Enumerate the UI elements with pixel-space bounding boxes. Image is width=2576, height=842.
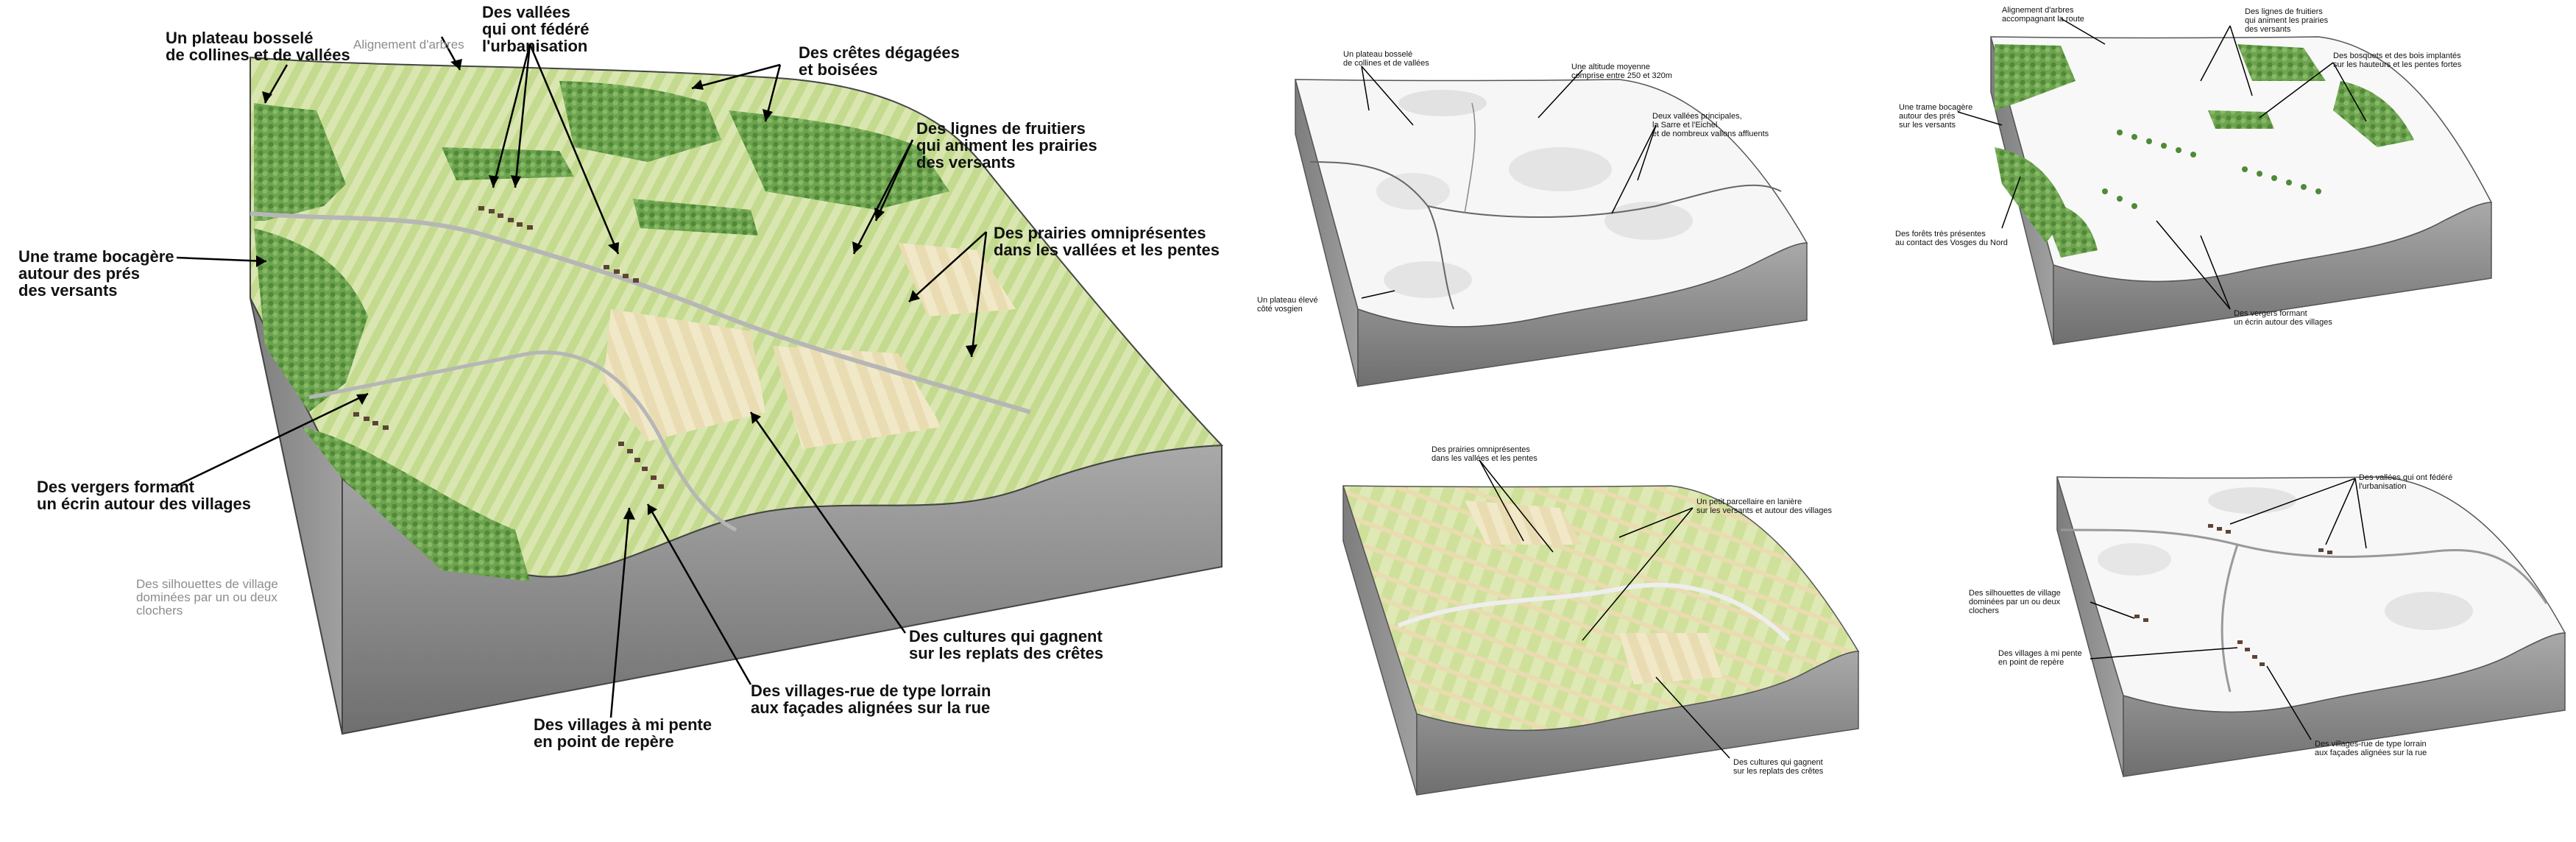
main-village-left	[353, 412, 389, 430]
vegetation-label-bocage: Une trame bocagère autour des prés sur l…	[1899, 103, 1973, 130]
label-crops: Des cultures qui gagnent sur les replats…	[909, 627, 1104, 663]
vegetation-label-tree-alignment: Alignement d'arbres accompagnant la rout…	[2002, 6, 2084, 24]
label-tree-alignment: Alignement d'arbres	[353, 38, 464, 52]
urban-leaders	[2090, 478, 2367, 740]
urban-label-silhouettes: Des silhouettes de village dominées par …	[1969, 589, 2061, 616]
urban-label-hillside-villages: Des villages à mi pente en point de repè…	[1998, 649, 2082, 668]
main-leader-lines	[176, 36, 988, 718]
main-forest-back-center	[559, 81, 721, 162]
urban-label-street-villages: Des villages-rue de type lorrain aux faç…	[2315, 740, 2427, 758]
main-forest-ridge-2	[633, 199, 758, 236]
relief-label-altitude: Une altitude moyenne comprise entre 250 …	[1571, 63, 1672, 81]
label-ridges: Des crêtes dégagées et boisées	[799, 43, 960, 79]
main-forest-ridge-1	[442, 147, 574, 180]
main-valley-road-2	[308, 350, 737, 532]
main-valley-road	[250, 211, 1031, 414]
agriculture-label-strip-plots: Un petit parcellaire en lanière sur les …	[1696, 498, 1833, 516]
main-leader-arrowheads	[256, 59, 977, 520]
label-bocage: Une trame bocagère autour des prés des v…	[18, 247, 174, 300]
label-plateau: Un plateau bosselé de collines et de val…	[166, 29, 350, 65]
main-village-front	[618, 442, 664, 489]
label-village-silhouettes: Des silhouettes de village dominées par …	[136, 577, 278, 618]
main-forest-back-left	[254, 103, 346, 221]
relief-label-valleys: Deux vallées principales, la Sarre et l'…	[1652, 112, 1769, 139]
main-crops-3	[898, 243, 1016, 316]
main-forest-back-right	[729, 110, 949, 210]
label-street-villages: Des villages-rue de type lorrain aux faç…	[751, 682, 991, 718]
urban-block	[2056, 476, 2566, 777]
vegetation-label-orchards: Des vergers formant un écrin autour des …	[2234, 309, 2332, 328]
agriculture-terrain	[1342, 485, 1860, 732]
vegetation-label-groves: Des bosquets et des bois implantés sur l…	[2333, 52, 2462, 70]
label-meadows: Des prairies omniprésentes dans les vall…	[994, 224, 1220, 260]
agriculture-label-meadows: Des prairies omniprésentes dans les vall…	[1432, 445, 1538, 464]
relief-label-plateau: Un plateau bosselé de collines et de val…	[1343, 50, 1429, 68]
main-forest-left	[254, 228, 368, 412]
label-valleys-urbanisation: Des vallées qui ont fédéré l'urbanisatio…	[482, 3, 590, 56]
label-orchards: Des vergers formant un écrin autour des …	[37, 478, 251, 514]
urban-label-valleys: Des vallées qui ont fédéré l'urbanisatio…	[2359, 473, 2453, 492]
relief-label-high-plateau: Un plateau élevé côté vosgien	[1257, 296, 1318, 314]
main-village-top	[478, 206, 533, 230]
agriculture-label-crops: Des cultures qui gagnent sur les replats…	[1733, 758, 1824, 776]
main-village-center	[604, 265, 639, 283]
vegetation-leaders	[1957, 18, 2367, 310]
vegetation-block	[1990, 36, 2493, 345]
label-fruit-tree-lines: Des lignes de fruitiers qui animent les …	[916, 119, 1097, 172]
agriculture-block	[1342, 485, 1860, 796]
label-hillside-villages: Des villages à mi pente en point de repè…	[534, 715, 712, 751]
main-forest-front-left	[302, 427, 530, 581]
vegetation-label-fruit-lines: Des lignes de fruitiers qui animent les …	[2245, 7, 2329, 35]
vegetation-label-forests: Des forêts très présentes au contact des…	[1895, 230, 2008, 248]
agriculture-leaders	[1479, 459, 1730, 759]
relief-leaders	[1361, 66, 1657, 299]
relief-block	[1295, 79, 1808, 387]
